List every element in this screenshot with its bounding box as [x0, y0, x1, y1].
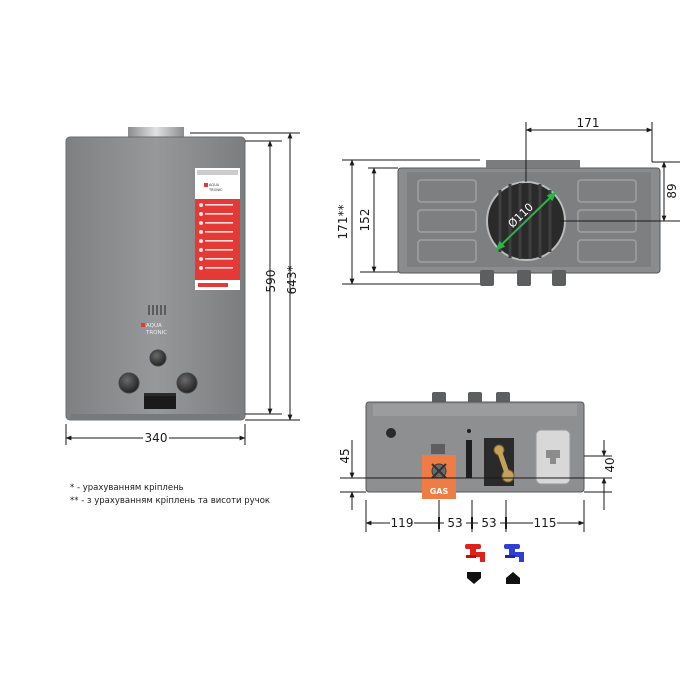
display-panel: [144, 393, 176, 409]
dim-height-590: 590: [264, 270, 278, 293]
note-double-asterisk: ** - з урахуванням кріплень та висоти ру…: [70, 496, 271, 506]
left-knob-icon: [118, 372, 140, 394]
bottom-casing: [365, 401, 585, 493]
dim-53-right: 53: [481, 516, 496, 530]
dim-171-side: 171**: [336, 205, 350, 240]
right-knob-icon: [176, 372, 198, 394]
gas-label: GAS: [430, 487, 449, 496]
label-brand: AQUA: [209, 183, 220, 187]
dim-53-left: 53: [447, 516, 462, 530]
inlet-arrow-icon: [506, 572, 520, 584]
dim-89: 89: [665, 183, 679, 198]
outlet-arrow-icon: [467, 572, 481, 584]
dim-115: 115: [534, 516, 557, 530]
front-brand-line2: TRONIC: [145, 330, 167, 336]
dim-40: 40: [603, 457, 617, 472]
diameter-arrow: [495, 191, 557, 251]
pipe-stub: [552, 270, 566, 286]
pipe-stub: [517, 270, 531, 286]
pipe-stub: [480, 270, 494, 286]
pipe-stub: [468, 392, 482, 404]
pipe-stub: [496, 392, 510, 404]
aqua-tronic-logo-icon: [141, 323, 145, 327]
dim-119: 119: [391, 516, 414, 530]
top-dimensions: [342, 122, 680, 285]
dim-152: 152: [358, 209, 372, 232]
dim-width-340: 340: [145, 431, 168, 445]
front-brand-line1: AQUA: [146, 323, 162, 329]
cold-water-tap-icon: [504, 544, 524, 562]
top-knob-icon: [149, 349, 167, 367]
front-dimensions: [65, 132, 300, 445]
bottom-screw-icon: [386, 428, 396, 438]
dim-45: 45: [338, 448, 352, 463]
heater-top-view: [397, 160, 661, 286]
aqua-tronic-logo-icon: [204, 183, 208, 187]
spec-label: AQUA TRONIC: [195, 168, 240, 290]
pipe-stub: [432, 392, 446, 404]
svg-text:TRONIC: TRONIC: [208, 188, 223, 192]
dim-height-643: 643*: [285, 266, 299, 295]
vent-slots: [148, 305, 166, 315]
heater-bottom-view: GAS: [365, 392, 585, 499]
note-asterisk: * - урахуванням кріплень: [70, 483, 184, 493]
hot-water-tap-icon: [465, 544, 485, 562]
heater-front-view: AQUA TRONIC AQUA TRONIC: [65, 127, 246, 421]
dim-171-top: 171: [577, 116, 600, 130]
